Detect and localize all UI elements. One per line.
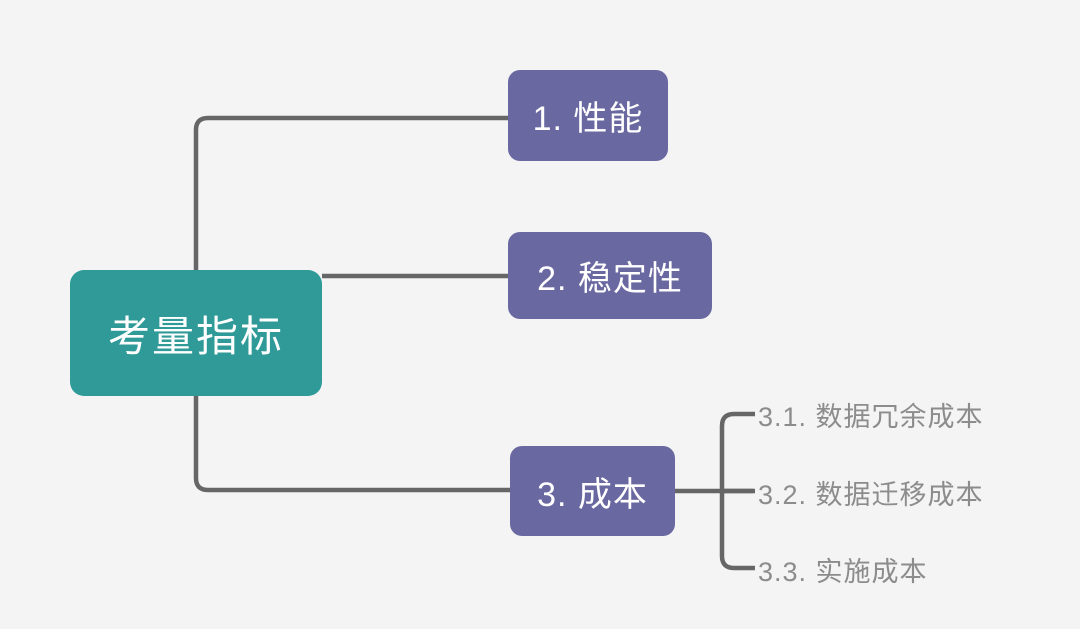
branch-node-performance-label: 1. 性能 (532, 100, 644, 138)
branch-node-stability[interactable]: 2. 稳定性 (508, 232, 712, 319)
branch-node-performance[interactable]: 1. 性能 (508, 70, 668, 161)
branch-node-cost[interactable]: 3. 成本 (510, 446, 675, 536)
leaf-node-data-redundancy-cost[interactable]: 3.1. 数据冗余成本 (758, 397, 984, 432)
root-node[interactable]: 考量指标 (70, 270, 322, 396)
leaf-node-implementation-cost[interactable]: 3.3. 实施成本 (758, 552, 928, 587)
root-node-label: 考量指标 (107, 312, 284, 360)
leaf-node-implementation-cost-label: 3.3. 实施成本 (758, 556, 928, 587)
leaf-node-data-redundancy-cost-label: 3.1. 数据冗余成本 (758, 401, 984, 432)
leaf-node-data-migration-cost-label: 3.2. 数据迁移成本 (758, 479, 984, 510)
connector-root-to-branch3 (193, 392, 510, 493)
leaf-node-data-migration-cost[interactable]: 3.2. 数据迁移成本 (758, 475, 984, 510)
connector-root-to-branch1 (193, 115, 508, 275)
branch-node-cost-label: 3. 成本 (537, 475, 648, 514)
branch-node-stability-label: 2. 稳定性 (537, 260, 683, 298)
